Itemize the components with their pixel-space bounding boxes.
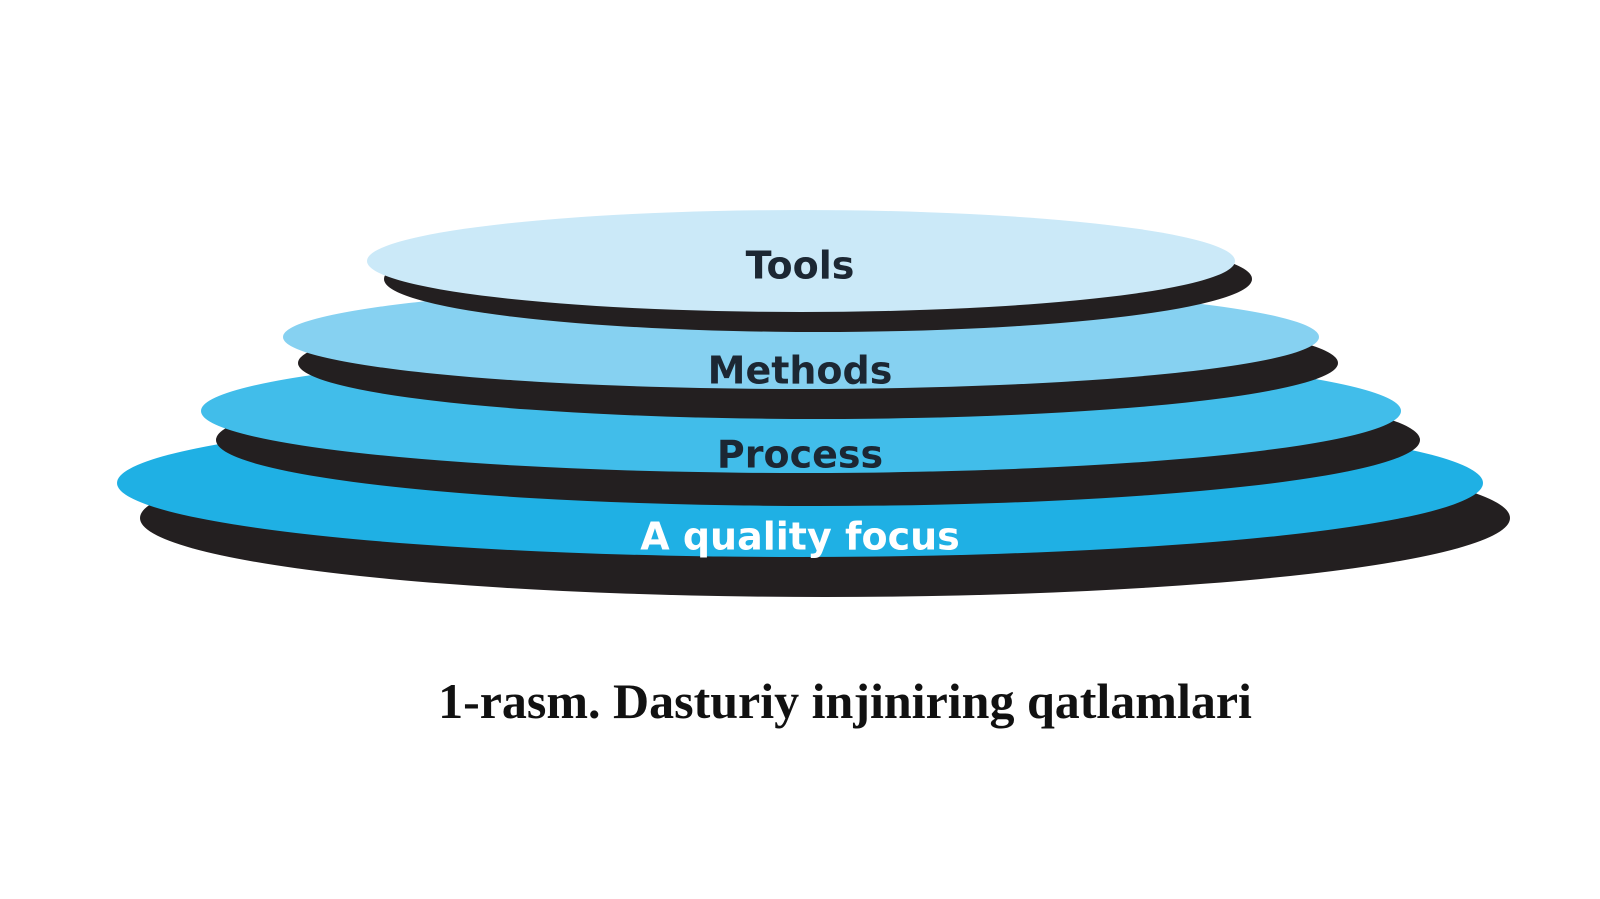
layer-process-label: Process <box>717 433 883 477</box>
figure-caption: 1-rasm. Dasturiy injiniring qatlamlari <box>438 673 1252 729</box>
layer-tools: Tools <box>367 210 1252 332</box>
layer-quality-focus-label: A quality focus <box>640 515 960 559</box>
layer-tools-disc <box>367 210 1235 312</box>
layer-tools-label: Tools <box>746 244 855 288</box>
layer-methods-label: Methods <box>708 349 893 393</box>
